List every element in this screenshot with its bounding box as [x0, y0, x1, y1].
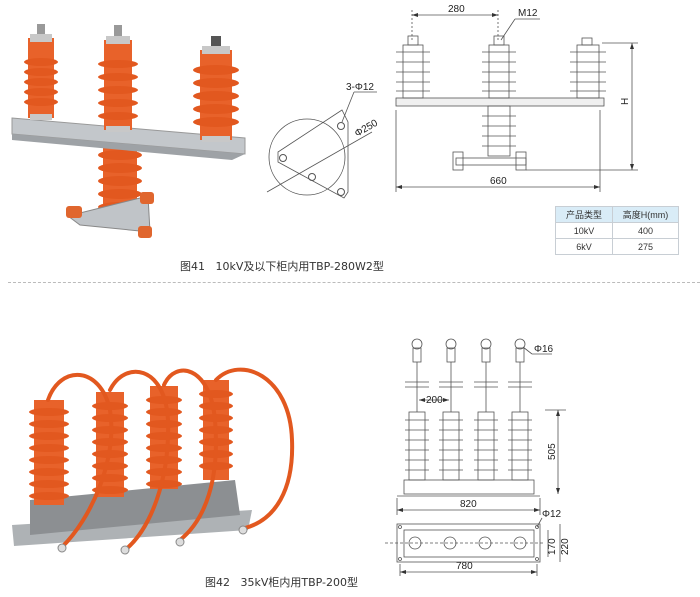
leader-line [341, 91, 355, 123]
spacing-label: 200 [426, 395, 443, 406]
base-hole-pattern-drawing: 3-Φ12 Φ250 [266, 82, 377, 199]
mount-hole [337, 188, 345, 196]
base-plan-inner [403, 529, 535, 558]
hole-label: Φ12 [542, 509, 562, 520]
insulator-right [193, 36, 239, 142]
outer-height-label: 220 [560, 538, 571, 555]
base-circle [268, 118, 346, 196]
drawn-terminals [405, 338, 532, 412]
figure42-caption: 图42 35kV柜内用TBP-200型 [205, 576, 359, 589]
base-foot [140, 192, 154, 204]
header-product-type: 产品类型 [555, 206, 613, 223]
insulator-left [24, 24, 58, 120]
mount-hole [279, 154, 287, 162]
figure41-caption: 图41 10kV及以下柜内用TBP-280W2型 [180, 260, 384, 273]
ground-cable [108, 369, 171, 552]
leader-line [536, 517, 543, 528]
spec-table: 产品类型 高度H(mm) 10kV 400 6kV 275 [555, 206, 679, 255]
header-height: 高度H(mm) [612, 206, 679, 223]
center-hole [308, 173, 316, 181]
arrester-photo-tbp-280w2 [11, 24, 246, 238]
mounting-plate [395, 97, 605, 107]
leader-line [500, 18, 516, 41]
width-label: 660 [490, 176, 507, 187]
drawn-base-box [403, 479, 535, 495]
base-foot [138, 226, 152, 238]
leader-line [522, 346, 533, 355]
cell-type: 10kV [555, 222, 613, 239]
diameter-line [266, 131, 373, 193]
height-label: H [620, 98, 631, 105]
mount-hole [337, 122, 345, 130]
drawn-insulators [396, 35, 606, 171]
drawn-insulators [405, 411, 532, 481]
insulator-1 [29, 400, 69, 505]
front-view-drawing-tbp-200: 200 Φ16 505 820 Φ12 170 220 780 [385, 338, 571, 576]
table-row: 6kV 275 [555, 238, 679, 255]
bolt-label: M12 [518, 8, 538, 19]
arrester-photo-tbp-200 [12, 367, 295, 555]
ground-cable [214, 367, 295, 530]
spacing-label: 280 [448, 4, 465, 15]
front-view-drawing-tbp-280w2: 280 M12 H 660 [395, 4, 638, 192]
holes-label: 3-Φ12 [346, 82, 374, 93]
insulator-middle [98, 25, 138, 132]
height-label: 505 [547, 443, 558, 460]
cell-height: 275 [612, 238, 679, 255]
terminal-label: Φ16 [534, 344, 554, 355]
ground-cable [46, 373, 114, 549]
inner-height-label: 170 [547, 538, 558, 555]
spec-table-header: 产品类型 高度H(mm) [555, 206, 679, 223]
table-row: 10kV 400 [555, 222, 679, 239]
base-foot [66, 206, 82, 218]
triangle-plate-outline [277, 109, 349, 199]
section-divider [8, 282, 700, 283]
cell-height: 400 [612, 222, 679, 239]
base-width-label: 780 [456, 561, 473, 572]
ground-cable [162, 368, 218, 542]
mounting-bar-edge [12, 134, 245, 160]
cell-type: 6kV [555, 238, 613, 255]
width-label: 820 [460, 499, 477, 510]
